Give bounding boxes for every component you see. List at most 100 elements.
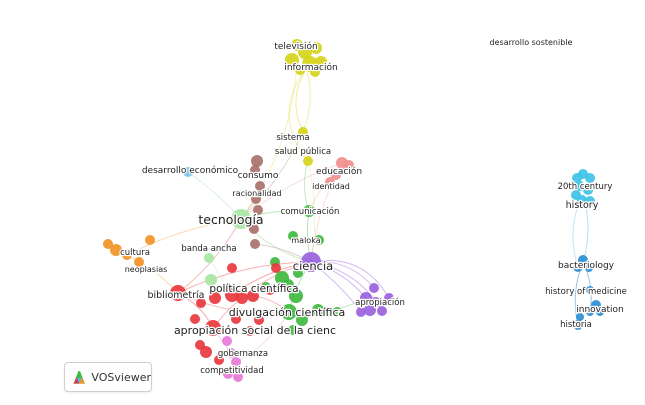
node-circle bbox=[288, 231, 298, 241]
term-label-consumo: consumo bbox=[238, 171, 279, 181]
node-circle bbox=[255, 181, 265, 191]
node-circle bbox=[298, 45, 312, 59]
term-label-salud-publica: salud pública bbox=[275, 147, 331, 157]
node-circle bbox=[200, 346, 212, 358]
term-label-bacteriology: bacteriology bbox=[558, 261, 615, 271]
link-line bbox=[240, 162, 343, 220]
term-label-competitividad: competitividad bbox=[200, 366, 264, 376]
node-circle bbox=[332, 307, 342, 317]
node-layer bbox=[103, 39, 604, 382]
term-label-ciencia: ciencia bbox=[293, 259, 333, 273]
node-circle bbox=[247, 290, 259, 302]
node-circle bbox=[214, 355, 224, 365]
node-circle bbox=[251, 194, 261, 204]
node-circle bbox=[312, 304, 324, 316]
node-circle bbox=[223, 369, 233, 379]
node-circle bbox=[251, 155, 263, 167]
node-circle bbox=[183, 167, 193, 177]
vosviewer-logo-text: VOSviewer bbox=[91, 370, 151, 384]
term-label-maloka: maloka bbox=[291, 236, 320, 245]
node-circle bbox=[231, 357, 241, 367]
term-label-innovation: innovation bbox=[576, 305, 624, 315]
node-circle bbox=[576, 313, 584, 321]
node-circle bbox=[586, 308, 594, 316]
node-circle bbox=[310, 42, 322, 54]
link-line bbox=[212, 261, 312, 329]
node-circle bbox=[310, 67, 320, 77]
node-circle bbox=[204, 253, 214, 263]
link-line bbox=[240, 131, 304, 220]
node-circle bbox=[575, 181, 585, 191]
node-circle bbox=[298, 127, 308, 137]
term-label-identidad: identidad bbox=[312, 182, 350, 191]
link-line bbox=[126, 218, 242, 256]
node-circle bbox=[134, 257, 144, 267]
node-circle bbox=[585, 196, 595, 206]
term-label-historia: historia bbox=[560, 320, 592, 330]
term-label-banda-ancha: banda ancha bbox=[181, 244, 236, 254]
term-label-tecnologia: tecnología bbox=[198, 212, 263, 227]
link-line bbox=[295, 67, 308, 133]
node-circle bbox=[103, 239, 113, 249]
term-label-apropiacion: apropiación bbox=[355, 297, 405, 308]
node-circle bbox=[315, 56, 327, 68]
node-circle bbox=[236, 292, 248, 304]
node-circle bbox=[205, 274, 217, 286]
node-circle bbox=[322, 307, 332, 317]
node-circle bbox=[285, 53, 299, 67]
node-circle bbox=[585, 173, 595, 183]
node-circle bbox=[249, 224, 259, 234]
node-circle bbox=[190, 314, 200, 324]
node-circle bbox=[369, 283, 379, 293]
term-label-apropiacion-social: apropiación social de la cienc bbox=[174, 324, 336, 337]
term-label-history: history bbox=[566, 200, 599, 211]
term-label-sistema: sistema bbox=[276, 133, 309, 143]
node-circle bbox=[289, 289, 303, 303]
term-label-desarrollo-sostenible: desarrollo sostenible bbox=[490, 38, 573, 47]
node-circle bbox=[573, 262, 583, 272]
node-circle bbox=[301, 252, 321, 272]
node-circle bbox=[233, 372, 243, 382]
term-label-century-20th: 20th century bbox=[558, 182, 613, 192]
node-circle bbox=[314, 235, 324, 245]
node-circle bbox=[110, 244, 122, 256]
term-label-divulgacion-cientifica: divulgación científica bbox=[229, 306, 346, 319]
node-circle bbox=[377, 306, 387, 316]
node-circle bbox=[596, 308, 604, 316]
node-circle bbox=[271, 263, 281, 273]
node-circle bbox=[245, 326, 255, 336]
node-circle bbox=[282, 279, 294, 291]
node-circle bbox=[295, 65, 305, 75]
node-circle bbox=[371, 297, 381, 307]
term-label-educacion: educación bbox=[316, 166, 362, 177]
node-circle bbox=[325, 177, 335, 187]
node-circle bbox=[578, 255, 588, 265]
node-circle bbox=[384, 293, 394, 303]
node-circle bbox=[205, 320, 221, 336]
link-line bbox=[177, 292, 290, 314]
term-label-cultura: cultura bbox=[120, 248, 150, 258]
term-label-neoplasias: neoplasias bbox=[125, 265, 168, 274]
node-circle bbox=[254, 315, 264, 325]
node-circle bbox=[145, 235, 155, 245]
node-circle bbox=[227, 263, 237, 273]
term-label-racionalidad: racionalidad bbox=[232, 189, 281, 198]
node-circle bbox=[303, 205, 315, 217]
node-circle bbox=[253, 205, 263, 215]
link-line bbox=[572, 199, 581, 268]
node-circle bbox=[222, 336, 232, 346]
node-circle bbox=[360, 292, 372, 304]
term-label-television: televisión bbox=[274, 41, 317, 52]
node-circle bbox=[591, 300, 601, 310]
node-circle bbox=[344, 160, 354, 170]
term-label-history-of-medicine: history of medicine bbox=[545, 287, 627, 297]
node-circle bbox=[231, 314, 241, 324]
vosviewer-logo-icon bbox=[73, 371, 85, 384]
node-circle bbox=[281, 304, 297, 320]
node-circle bbox=[293, 268, 303, 278]
node-circle bbox=[586, 286, 594, 294]
node-circle bbox=[231, 209, 251, 229]
term-label-desarrollo-economico: desarrollo económico bbox=[142, 165, 239, 176]
node-circle bbox=[225, 288, 239, 302]
